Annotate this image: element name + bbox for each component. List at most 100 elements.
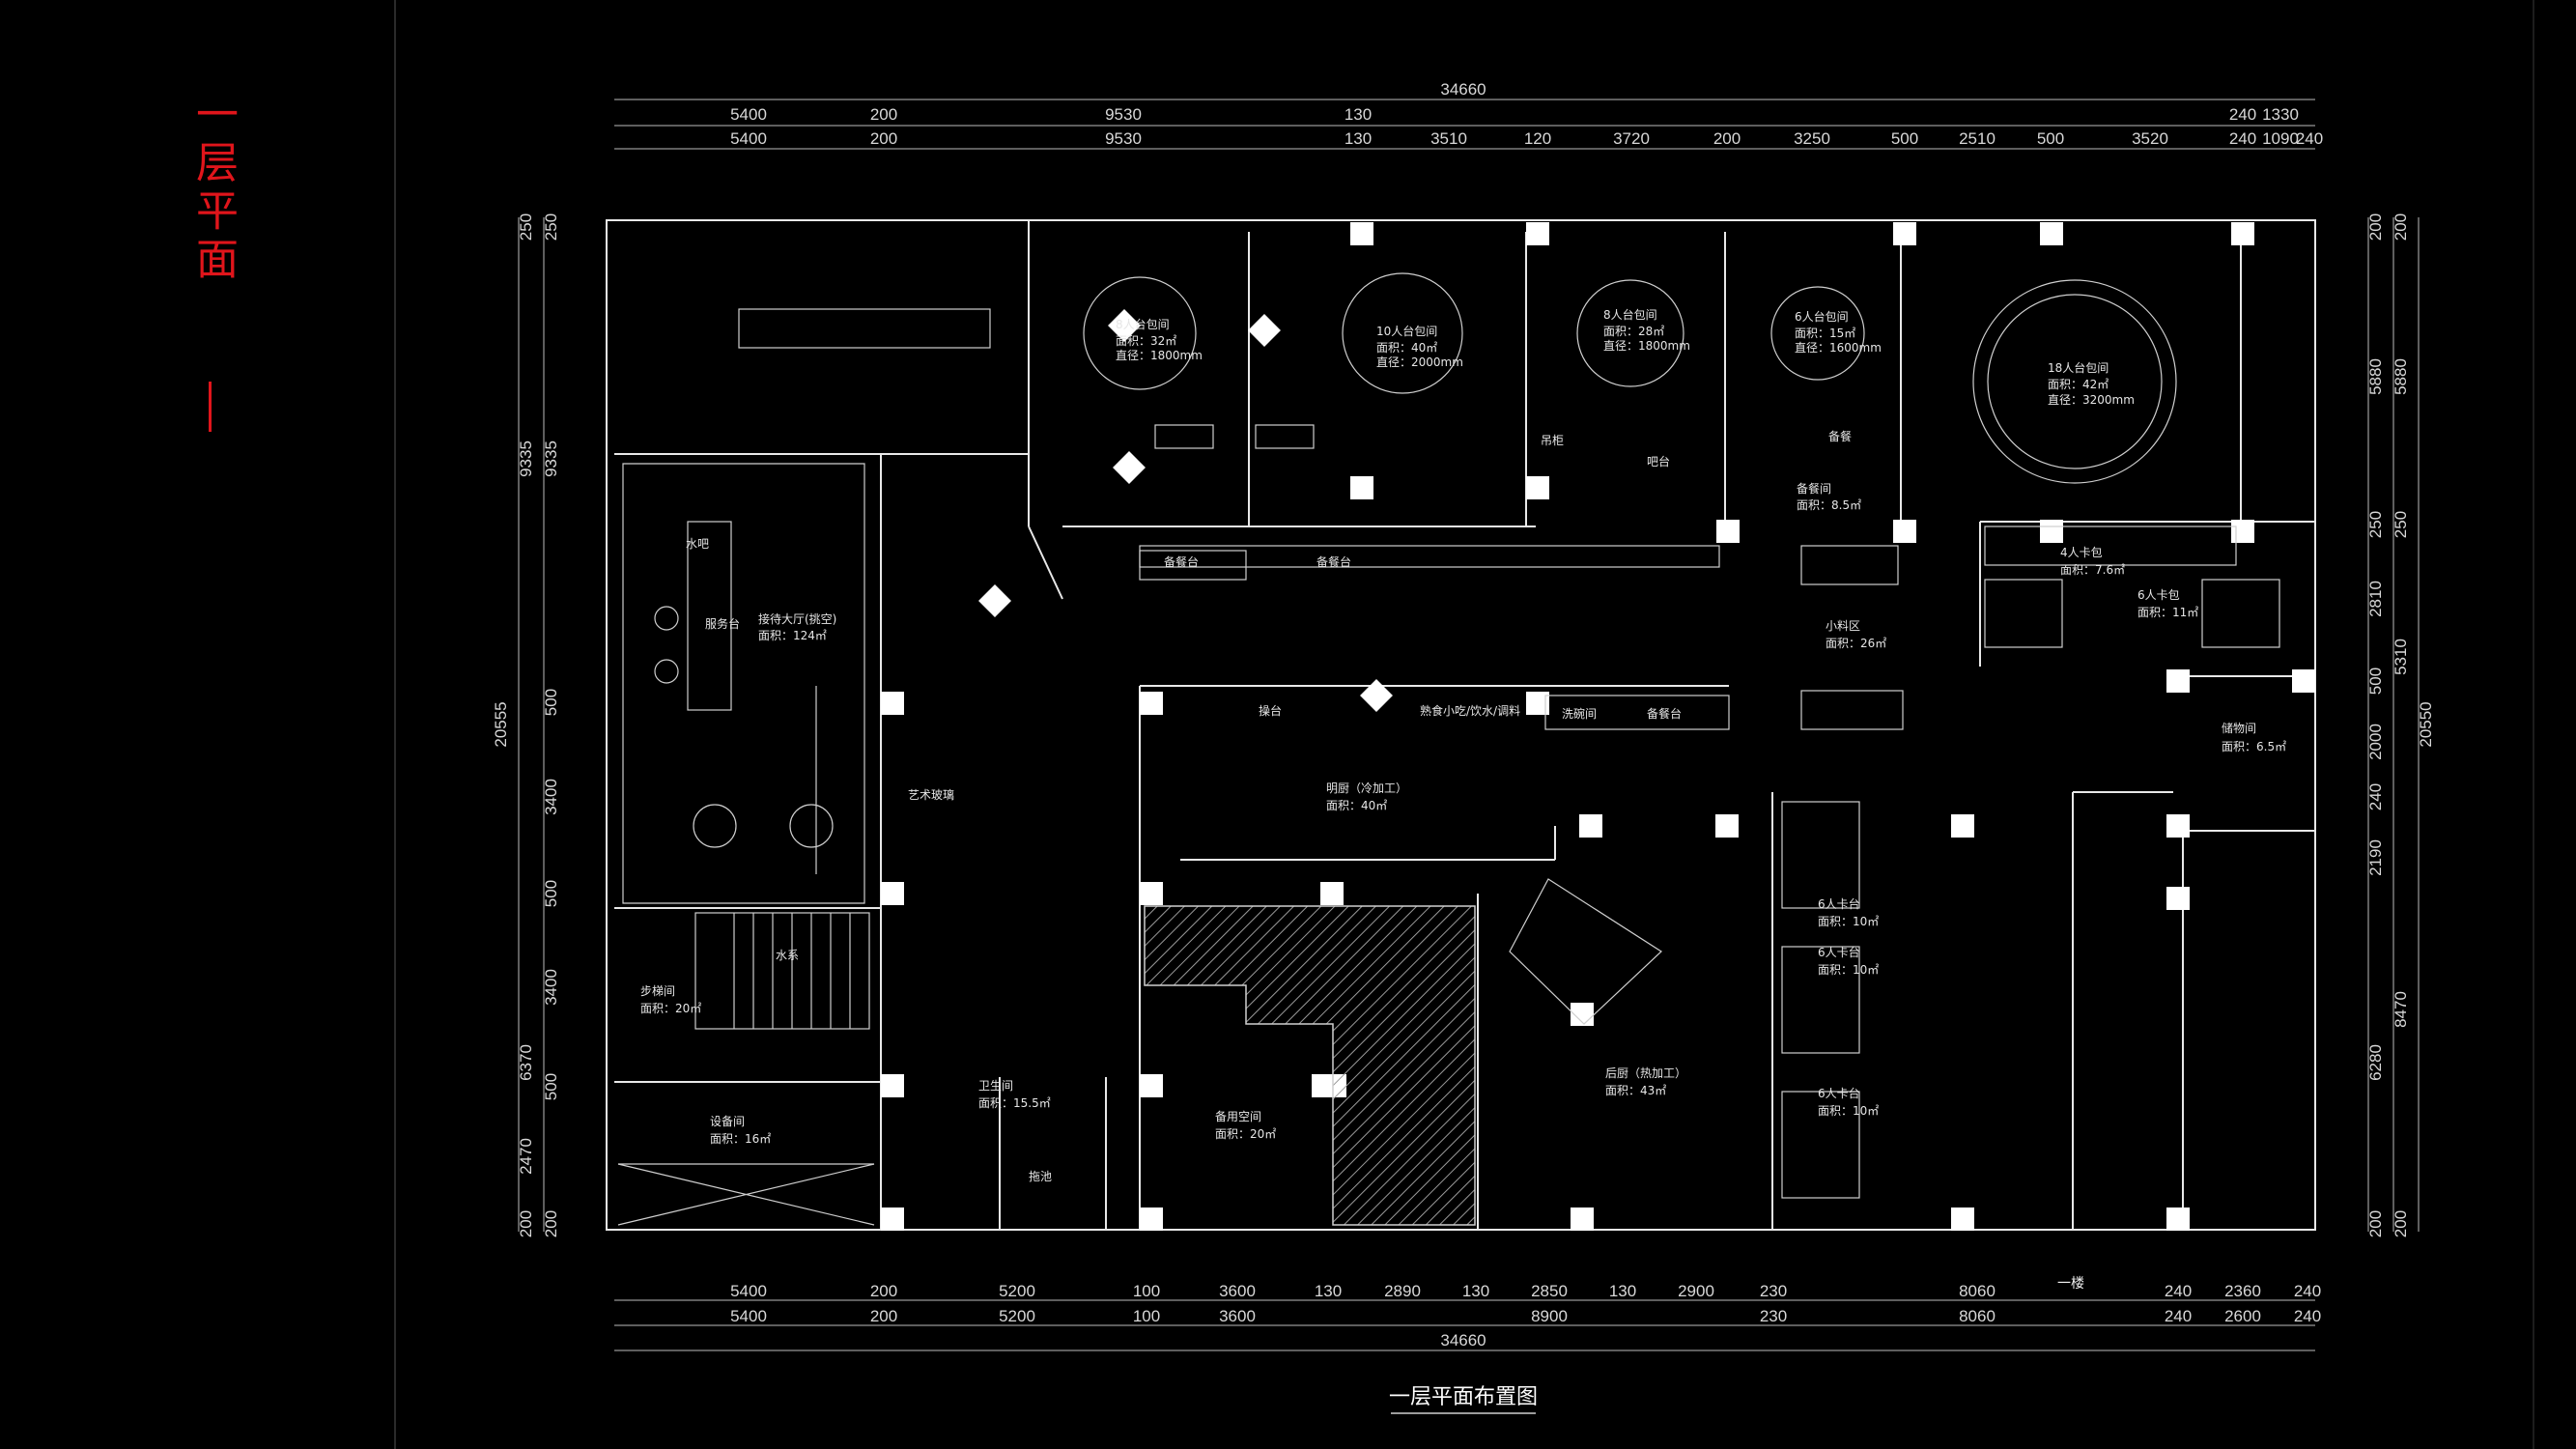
room-name: 卫生间 — [978, 1079, 1013, 1093]
kitchen-island — [1509, 878, 1662, 1025]
dim-bottom2: 5200 — [999, 1307, 1035, 1325]
dim-bottom1: 230 — [1760, 1282, 1787, 1300]
dim-top2: 9530 — [1105, 129, 1142, 148]
label-water-bar: 水吧 — [686, 537, 709, 551]
dim-bottom2: 200 — [870, 1307, 897, 1325]
label-water-system: 水系 — [776, 949, 799, 962]
label-service-desk: 服务台 — [705, 616, 740, 631]
room-area: 面积：42㎡ — [2048, 378, 2109, 391]
room-area: 面积：43㎡ — [1605, 1084, 1666, 1097]
label-aux: 备餐 — [1828, 429, 1852, 443]
private-room-tables — [1083, 272, 2177, 484]
dim-bottom1: 200 — [870, 1282, 897, 1300]
room-area: 面积：40㎡ — [1376, 341, 1437, 355]
staircase — [694, 912, 870, 1030]
room-area: 面积：20㎡ — [640, 1002, 701, 1015]
structural-columns — [881, 222, 2315, 1231]
dim-left-inner: 250 — [542, 213, 560, 241]
dim-bottom1: 130 — [1609, 1282, 1636, 1300]
room-note: 直径：1800mm — [1603, 339, 1690, 353]
room-area: 面积：20㎡ — [1215, 1127, 1276, 1141]
dim-top2: 3510 — [1430, 129, 1467, 148]
dim-left-inner: 3400 — [542, 779, 560, 815]
dim-top2: 120 — [1524, 129, 1551, 148]
room-name: 储物间 — [2222, 721, 2256, 735]
room-name: 4人卡包 — [2060, 546, 2103, 559]
equipment-room-cross — [617, 1163, 875, 1226]
room-note: 直径：1800mm — [1116, 349, 1203, 362]
dim-left-inner: 500 — [542, 1073, 560, 1100]
dim-right-outer: 200 — [2366, 213, 2385, 241]
room-area: 面积：7.6㎡ — [2060, 563, 2125, 577]
room-name: 接待大厅(挑空) — [758, 611, 836, 626]
dim-right-inner: 2810 — [2366, 581, 2385, 617]
dim-top1: 130 — [1345, 105, 1372, 124]
dim-bottom1: 2850 — [1531, 1282, 1568, 1300]
room-name: 小料区 — [1826, 619, 1860, 633]
dim-bottom1: 2890 — [1384, 1282, 1421, 1300]
room-area: 面积：10㎡ — [1818, 1104, 1879, 1118]
sheet-title-mark — [209, 382, 212, 432]
dim-bottom1: 8060 — [1959, 1282, 1996, 1300]
dim-right-outer: 5310 — [2392, 639, 2410, 675]
right-dimension-chain: 200 5880 250 5310 20550 8470 200 5880 25… — [2366, 213, 2435, 1237]
dim-right-inner: 5880 — [2392, 358, 2410, 395]
room-name: 设备间 — [710, 1115, 745, 1128]
room-name: 备用空间 — [1215, 1110, 1261, 1123]
fixture-labels: 艺术玻璃 水吧 服务台 水系 备餐台 备餐台 操台 熟食小吃/饮水/调料 备餐台… — [686, 429, 1852, 1183]
dim-left-inner: 200 — [542, 1210, 560, 1237]
dim-bottom2: 240 — [2165, 1307, 2192, 1325]
dim-right-outer: 5880 — [2366, 358, 2385, 395]
label-dishwash: 洗碗间 — [1562, 706, 1597, 721]
bottom-dimension-chain: 5400 200 5200 100 3600 130 2890 130 2850… — [614, 1282, 2321, 1351]
dim-left-outer: 20555 — [492, 701, 510, 747]
dim-right-outer: 20550 — [2417, 701, 2435, 747]
dim-left-outer: 9335 — [517, 440, 535, 477]
room-name: 8人台包间 — [1116, 317, 1170, 331]
dim-top1: 200 — [870, 105, 897, 124]
label-counter: 吧台 — [1647, 454, 1670, 469]
room-area: 面积：15.5㎡ — [978, 1096, 1051, 1110]
dim-right-outer: 250 — [2366, 511, 2385, 538]
reception-furniture — [622, 463, 865, 904]
dim-top2: 240 — [2229, 129, 2256, 148]
dim-right-inner: 2000 — [2366, 724, 2385, 760]
dim-bottom1: 240 — [2294, 1282, 2321, 1300]
dim-top2: 5400 — [730, 129, 767, 148]
dim-bottom-total: 34660 — [1440, 1331, 1486, 1350]
dim-top2: 3520 — [2132, 129, 2168, 148]
dim-bottom1: 130 — [1315, 1282, 1342, 1300]
dim-bottom1: 100 — [1133, 1282, 1160, 1300]
dim-top1: 5400 — [730, 105, 767, 124]
label-prep-table-2: 备餐台 — [1316, 554, 1351, 569]
room-area: 面积：10㎡ — [1818, 915, 1879, 928]
room-name: 备餐间 — [1797, 481, 1831, 496]
dim-left-inner: 200 — [517, 1210, 535, 1237]
room-name: 10人台包间 — [1376, 324, 1437, 338]
dim-top2: 1090 — [2262, 129, 2299, 148]
room-area: 面积：6.5㎡ — [2222, 740, 2286, 753]
dim-left-outer: 6370 — [517, 1044, 535, 1081]
drawing-caption: 一层平面布置图 — [1389, 1385, 1538, 1409]
sidebar-divider — [394, 0, 396, 1449]
dim-top1: 1330 — [2262, 105, 2299, 124]
room-name: 步梯间 — [640, 984, 675, 998]
dim-top2: 2510 — [1959, 129, 1996, 148]
dim-bottom1: 2900 — [1678, 1282, 1714, 1300]
dim-right-inner: 200 — [2366, 1210, 2385, 1237]
room-area: 面积：15㎡ — [1795, 327, 1855, 340]
service-counters — [738, 308, 2280, 1199]
room-name: 6人卡台 — [1818, 945, 1860, 959]
room-name: 6人卡包 — [2137, 588, 2180, 602]
room-area: 面积：26㎡ — [1826, 637, 1886, 650]
dim-bottom2: 2600 — [2224, 1307, 2261, 1325]
room-area: 面积：28㎡ — [1603, 325, 1664, 338]
hatched-void-area — [1144, 905, 1476, 1226]
dim-right-inner: 500 — [2366, 668, 2385, 695]
room-name: 6人卡台 — [1818, 896, 1860, 911]
room-name: 8人台包间 — [1603, 307, 1657, 322]
dim-bottom2: 8060 — [1959, 1307, 1996, 1325]
room-note: 直径：2000mm — [1376, 355, 1463, 369]
label-side-table: 备餐台 — [1647, 706, 1682, 721]
